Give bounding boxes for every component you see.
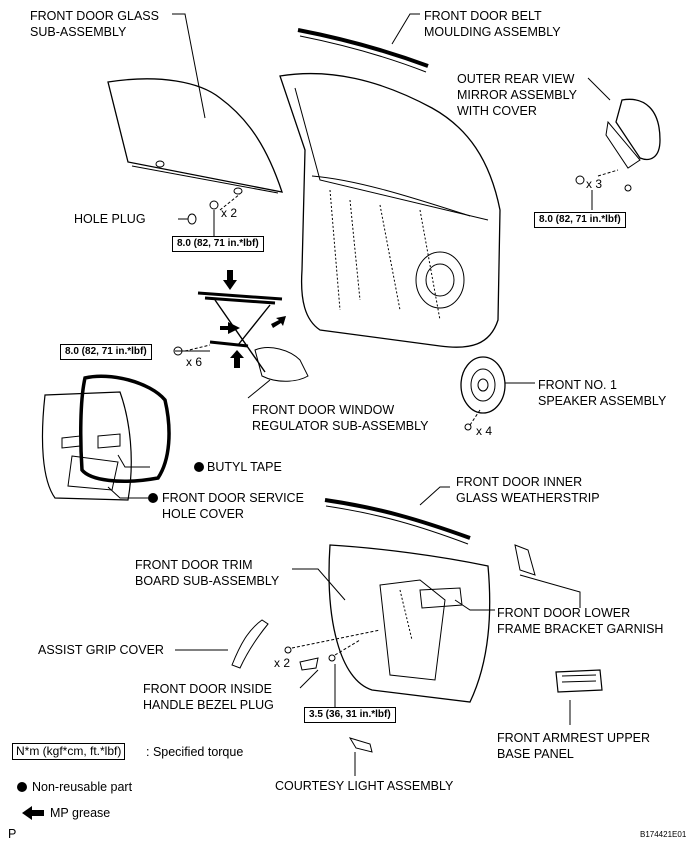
nonreusable-dot-legend <box>17 782 27 792</box>
label-hole-plug: HOLE PLUG <box>74 212 146 226</box>
nonreusable-dot-butyl <box>194 462 204 472</box>
qty-trim: x 2 <box>274 656 291 670</box>
label-courtesy-light: COURTESY LIGHT ASSEMBLY <box>275 779 454 793</box>
label-inner-weatherstrip: FRONT DOOR INNER GLASS WEATHERSTRIP <box>456 475 600 505</box>
torque-trim: 3.5 (36, 31 in.*lbf) <box>304 707 396 723</box>
label-belt-moulding: FRONT DOOR BELT MOULDING ASSEMBLY <box>424 9 561 39</box>
label-regulator: FRONT DOOR WINDOW REGULATOR SUB-ASSEMBLY <box>252 403 429 433</box>
torque-mirror: 8.0 (82, 71 in.*lbf) <box>534 212 626 228</box>
torque-regulator: 8.0 (82, 71 in.*lbf) <box>60 344 152 360</box>
label-armrest-panel: FRONT ARMREST UPPER BASE PANEL <box>497 731 651 761</box>
label-speaker: FRONT NO. 1 SPEAKER ASSEMBLY <box>538 378 667 408</box>
legend-torque-box: N*m (kgf*cm, ft.*lbf) <box>12 743 126 760</box>
corner-letter: P <box>8 827 17 841</box>
legend-grease: MP grease <box>50 806 111 820</box>
label-bezel-plug: FRONT DOOR INSIDE HANDLE BEZEL PLUG <box>143 682 274 712</box>
label-trim-board: FRONT DOOR TRIM BOARD SUB-ASSEMBLY <box>135 558 280 588</box>
label-lower-garnish: FRONT DOOR LOWER FRAME BRACKET GARNISH <box>497 606 664 636</box>
qty-regulator: x 6 <box>186 355 203 369</box>
label-mirror: OUTER REAR VIEW MIRROR ASSEMBLY WITH COV… <box>457 72 577 118</box>
qty-mirror: x 3 <box>586 177 603 191</box>
qty-speaker: x 4 <box>476 424 493 438</box>
label-service-hole-cover: FRONT DOOR SERVICE HOLE COVER <box>162 491 304 521</box>
label-glass: FRONT DOOR GLASS SUB-ASSEMBLY <box>30 9 159 39</box>
label-butyl-tape: BUTYL TAPE <box>207 460 282 474</box>
qty-glass: x 2 <box>221 206 238 220</box>
legend-torque-text: : Specified torque <box>146 745 244 759</box>
legend-nonreusable: Non-reusable part <box>32 780 133 794</box>
torque-glass: 8.0 (82, 71 in.*lbf) <box>172 236 264 252</box>
label-assist-grip: ASSIST GRIP COVER <box>38 643 164 657</box>
nonreusable-dot-service <box>148 493 158 503</box>
figure-code: B174421E01 <box>640 830 687 839</box>
